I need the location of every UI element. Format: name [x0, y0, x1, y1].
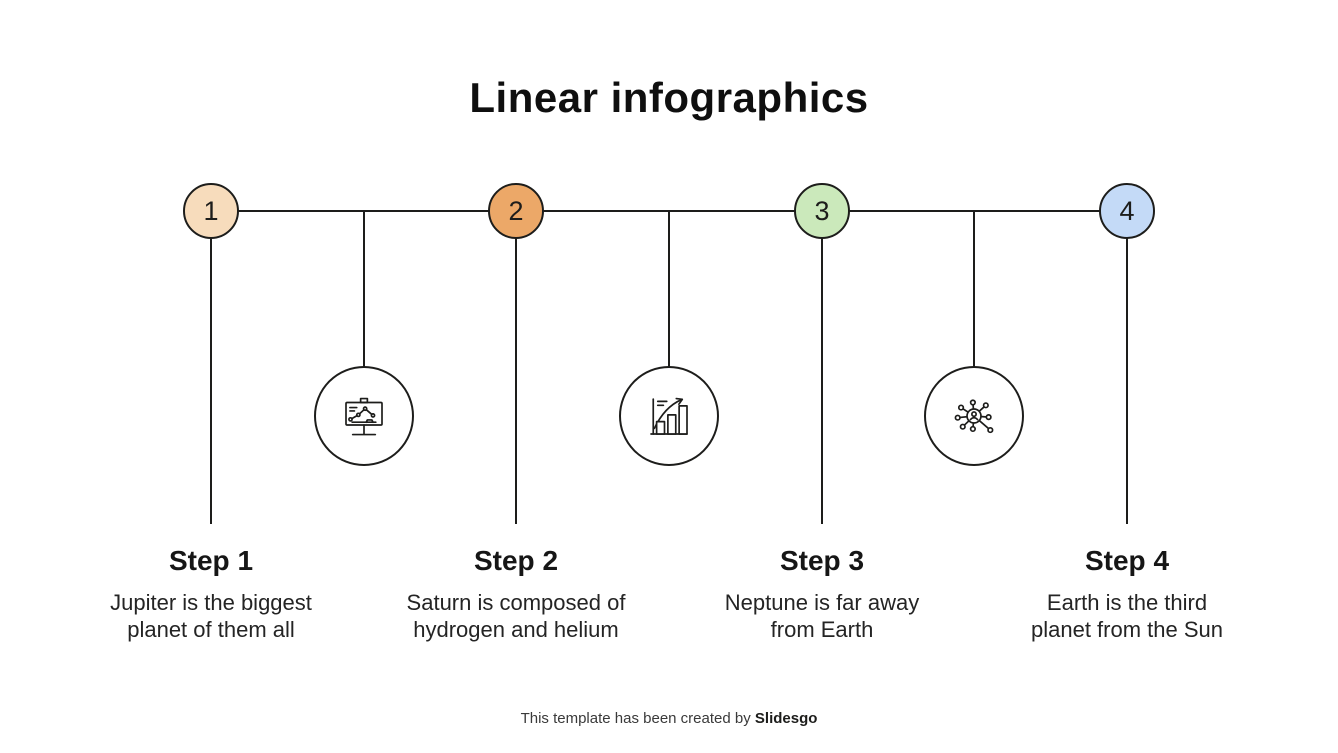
- step-title-1: Step 1: [168, 545, 254, 576]
- footer-text: This template has been created by: [520, 710, 755, 727]
- growth-bar-chart-icon: [619, 366, 719, 466]
- step-description-3: Neptune is far away from Earth: [724, 590, 920, 642]
- footer-brand: Slidesgo: [754, 710, 818, 727]
- step-number-4: 4: [1119, 195, 1135, 226]
- icon-connector-line-1: [363, 211, 365, 367]
- timeline-drop-line-3: [821, 238, 823, 524]
- step-column-4: Step 4 Earth is the third planet from th…: [977, 545, 1277, 643]
- step-number-badge-4: 4: [1099, 183, 1155, 239]
- step-title-3: Step 3: [779, 545, 865, 576]
- step-number-2: 2: [508, 195, 524, 226]
- step-number-badge-1: 1: [183, 183, 239, 239]
- step-column-2: Step 2 Saturn is composed of hydrogen an…: [366, 545, 666, 643]
- step-title-4: Step 4: [1084, 545, 1170, 576]
- step-number-1: 1: [203, 195, 219, 226]
- page-title: Linear infographics: [469, 74, 869, 121]
- step-number-badge-2: 2: [488, 183, 544, 239]
- timeline-drop-line-1: [210, 238, 212, 524]
- icon-connector-line-3: [973, 211, 975, 367]
- icon-connector-line-2: [668, 211, 670, 367]
- step-column-1: Step 1 Jupiter is the biggest planet of …: [61, 545, 361, 643]
- timeline-drop-line-2: [515, 238, 517, 524]
- step-description-4: Earth is the third planet from the Sun: [1030, 590, 1223, 642]
- step-column-3: Step 3 Neptune is far away from Earth: [672, 545, 972, 643]
- presentation-line-chart-icon: [314, 366, 414, 466]
- step-number-badge-3: 3: [794, 183, 850, 239]
- step-description-2: Saturn is composed of hydrogen and heliu…: [406, 590, 626, 642]
- step-number-3: 3: [814, 195, 830, 226]
- step-title-2: Step 2: [473, 545, 559, 576]
- footer-credit: This template has been created by Slides…: [0, 710, 1338, 727]
- step-description-1: Jupiter is the biggest planet of them al…: [110, 590, 312, 642]
- network-connections-icon: [924, 366, 1024, 466]
- timeline-drop-line-4: [1126, 238, 1128, 524]
